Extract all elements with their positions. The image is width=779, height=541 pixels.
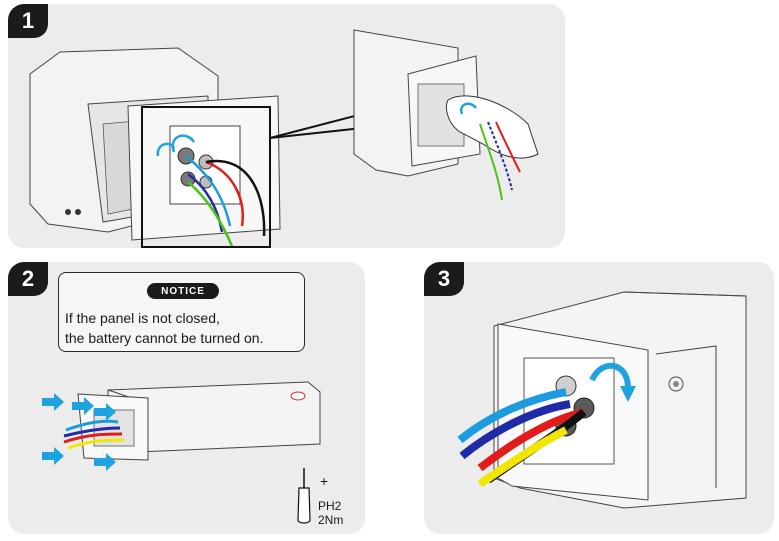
- step-3-illustration: [457, 291, 747, 509]
- step-1-panel: 1: [8, 4, 565, 248]
- notice-line-2: the battery cannot be turned on.: [65, 330, 264, 346]
- tool-torque-label: 2Nm: [318, 513, 344, 527]
- tool-bit-label: PH2: [318, 499, 342, 513]
- step-2-illustration: [42, 381, 321, 524]
- notice-line-1: If the panel is not closed,: [65, 310, 220, 326]
- step-2-panel: 2 NOTICE If the panel is not closed, the…: [8, 262, 365, 534]
- step-2-badge: 2: [8, 262, 48, 296]
- tool-plus-sign: +: [320, 473, 329, 489]
- notice-box: NOTICE If the panel is not closed, the b…: [58, 272, 305, 352]
- step-1-illustration: [29, 29, 539, 248]
- step-3-badge: 3: [424, 262, 464, 296]
- step-1-badge: 1: [8, 4, 48, 38]
- step-3-panel: 3: [424, 262, 774, 534]
- notice-label: NOTICE: [147, 283, 219, 299]
